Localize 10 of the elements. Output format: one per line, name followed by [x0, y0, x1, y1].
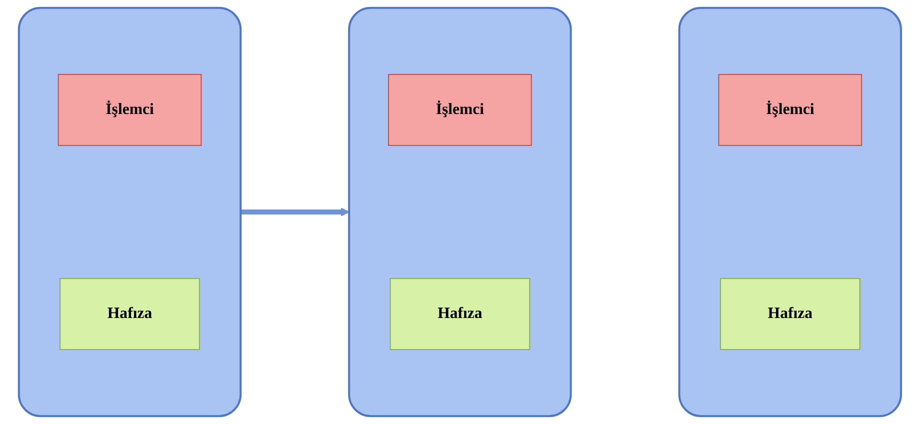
- arrow: [240, 208, 350, 216]
- node-box: Hafıza: [720, 278, 860, 350]
- node-box: Hafıza: [59, 278, 200, 350]
- cluster: [17, 6, 242, 418]
- node-box: İşlemci: [57, 74, 202, 146]
- node-box: İşlemci: [388, 74, 532, 146]
- cluster: [678, 6, 902, 418]
- node-box: Hafıza: [389, 278, 530, 350]
- cluster: [348, 6, 572, 418]
- node-box: İşlemci: [718, 74, 862, 146]
